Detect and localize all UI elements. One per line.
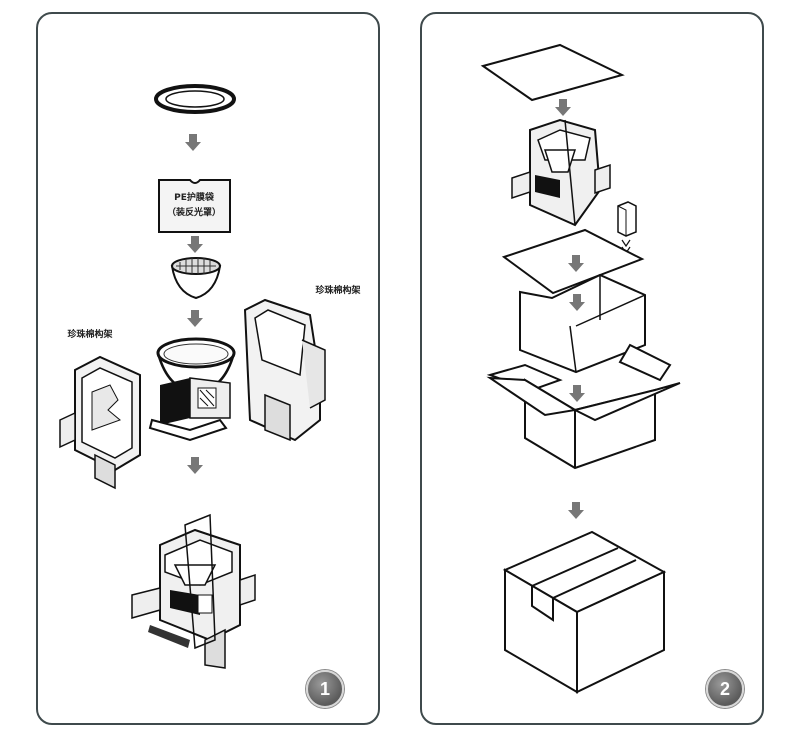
- assembled-package: [131, 513, 256, 669]
- bag-label-line2: （装反光罩）: [167, 206, 221, 218]
- arrow-down-icon: [185, 134, 201, 151]
- outer-box-open: [486, 343, 681, 470]
- foam-left-label: 珍珠棉构架: [67, 328, 112, 340]
- step-1-badge: 1: [306, 670, 344, 708]
- lamp-with-reflector: [148, 337, 236, 442]
- inner-box: [519, 273, 646, 374]
- sealed-box: [502, 530, 667, 694]
- foam-wrapped-lamp: [511, 118, 611, 227]
- foam-frame-right: 珍珠棉构架: [243, 284, 361, 442]
- arrow-down-icon: [187, 310, 203, 327]
- step-2-badge: 2: [706, 670, 744, 708]
- arrow-down-icon: [187, 236, 203, 253]
- reflector-grille: [170, 257, 222, 300]
- arrow-down-icon: [568, 502, 584, 519]
- arrow-down-icon: [555, 99, 571, 116]
- arrow-down-icon: [187, 457, 203, 474]
- ring-gasket: [154, 84, 236, 114]
- top-cardboard-sheet: [480, 43, 625, 102]
- bag-label-line1: PE护膜袋: [174, 191, 215, 203]
- accessory-box: [617, 201, 637, 255]
- foam-frame-left: 珍珠棉构架: [59, 328, 141, 490]
- pe-film-bag: PE护膜袋 （装反光罩）: [158, 179, 231, 233]
- foam-right-label: 珍珠棉构架: [315, 284, 360, 296]
- arrow-down-icon: [569, 385, 585, 402]
